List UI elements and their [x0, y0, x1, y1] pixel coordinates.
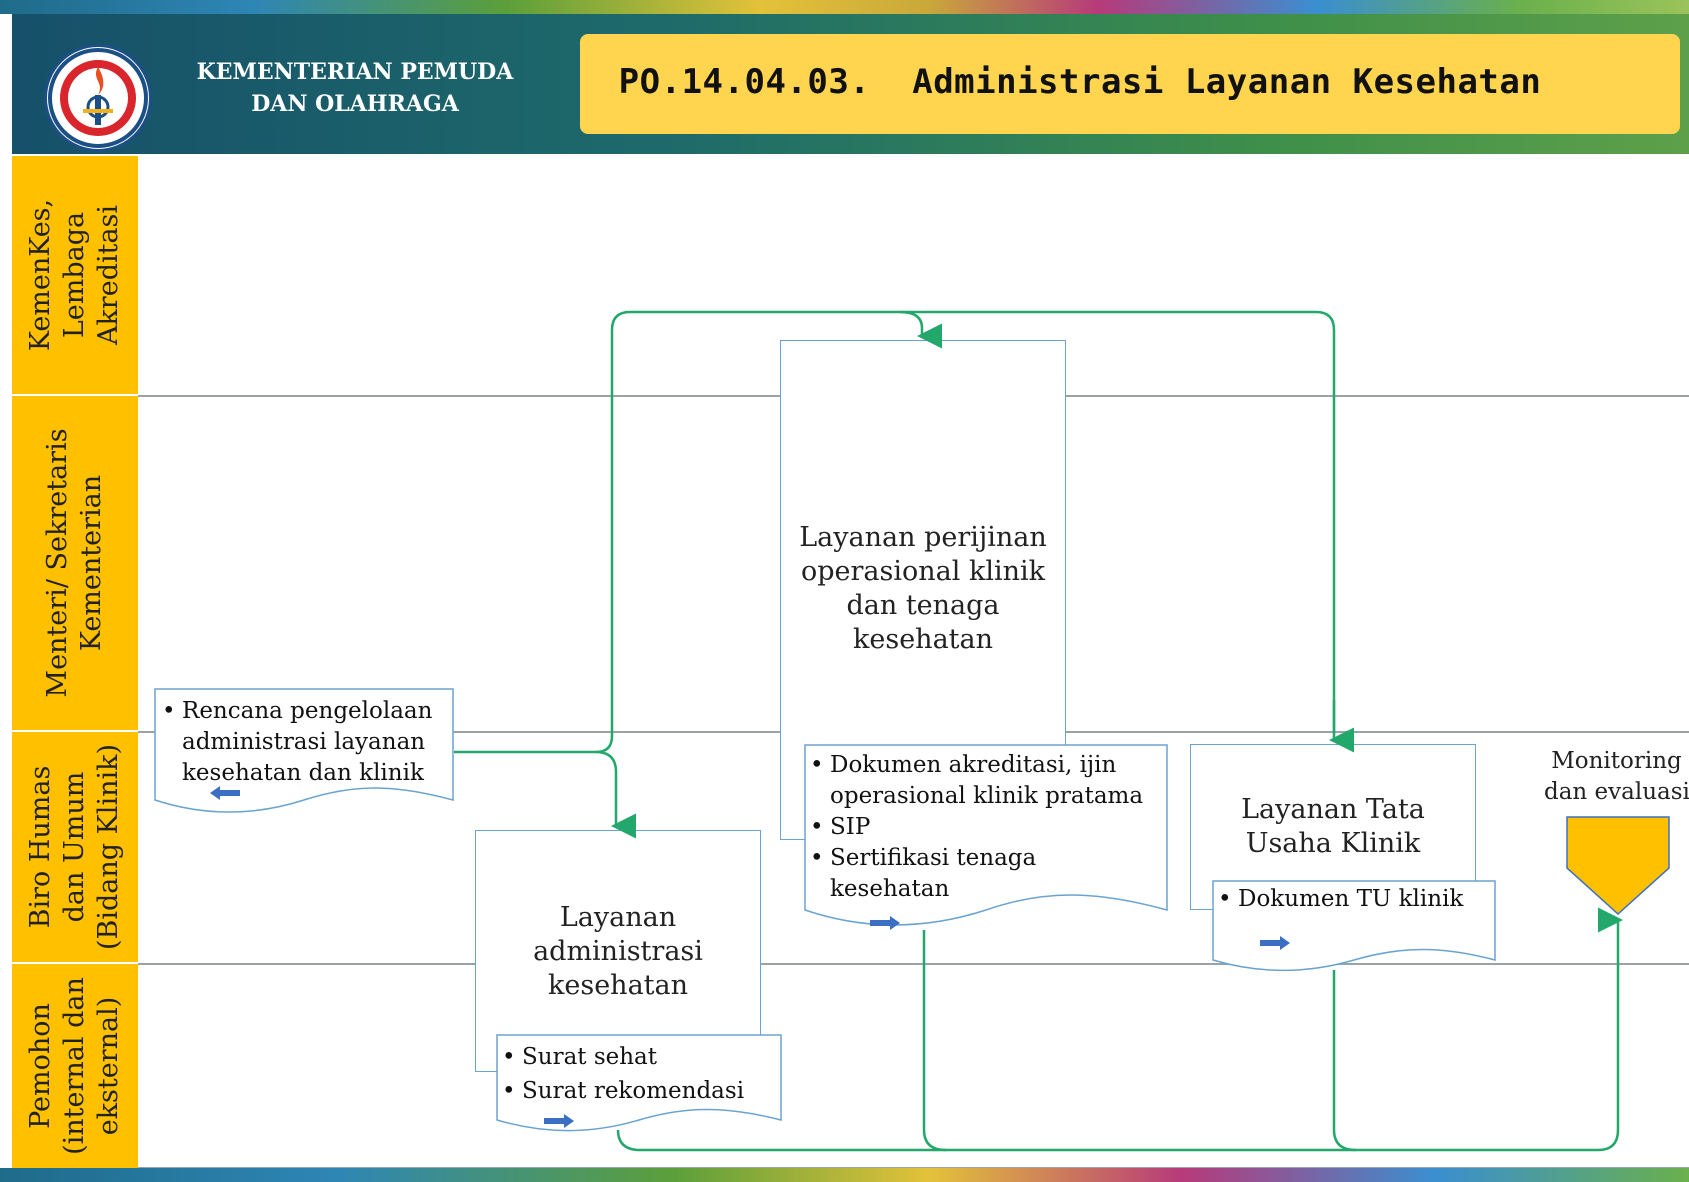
arrow-left-icon: [210, 786, 240, 800]
document-tu[interactable]: Dokumen TU klinik: [1212, 880, 1496, 980]
flow-rencana-to-administrasi: [595, 750, 636, 839]
end-label: Monitoring dan evaluasi: [1544, 748, 1689, 805]
document-rencana-list: Rencana pengelolaan administrasi layanan…: [158, 696, 432, 789]
flow-branch-to-perijinan: [899, 310, 942, 349]
document-surat-list: Surat sehat Surat rekomendasi: [498, 1040, 744, 1108]
bottom-decor-strip: [0, 1168, 1689, 1182]
list-item: Dokumen TU klinik: [1214, 884, 1463, 915]
document-rencana[interactable]: Rencana pengelolaan administrasi layanan…: [154, 688, 454, 818]
arrow-right-icon: [1260, 936, 1290, 950]
list-item: Surat sehat: [498, 1040, 744, 1074]
lane-label-biro-humas: Biro Humas dan Umum (Bidang Klinik): [12, 732, 138, 964]
list-item: Sertifikasi tenaga kesehatan: [806, 843, 1143, 905]
list-item: Dokumen akreditasi, ijin operasional kli…: [806, 750, 1143, 812]
lane-label-text: Biro Humas dan Umum (Bidang Klinik): [25, 743, 124, 951]
top-decor-strip: [0, 0, 1689, 14]
process-tata-usaha-label: Layanan Tata Usaha Klinik: [1241, 794, 1425, 859]
lane-label-menteri: Menteri/ Sekretaris Kementerian: [12, 396, 138, 732]
lane-label-text: KemenKes, Lembaga Akreditasi: [25, 198, 124, 352]
lane-label-kemenkes: KemenKes, Lembaga Akreditasi: [12, 156, 138, 396]
list-item: Surat rekomendasi: [498, 1074, 744, 1108]
page-title: PO.14.04.03. Administrasi Layanan Keseha…: [618, 62, 1542, 102]
end-off-page-connector[interactable]: [1566, 816, 1670, 916]
title-box: PO.14.04.03. Administrasi Layanan Keseha…: [580, 34, 1680, 134]
process-perijinan-label: Layanan perijinan operasional klinik dan…: [799, 522, 1047, 655]
flow-tu-to-monitor: [1332, 970, 1357, 1152]
document-tu-list: Dokumen TU klinik: [1214, 884, 1463, 915]
arrow-right-icon: [870, 916, 900, 930]
process-administrasi-label: Layanan administrasi kesehatan: [533, 902, 703, 1001]
list-item: SIP: [806, 812, 1143, 843]
emblem-icon: [48, 48, 148, 148]
lane-label-text: Menteri/ Sekretaris Kementerian: [42, 428, 107, 698]
lane-label-pemohon: Pemohon (internal dan eksternal): [12, 964, 138, 1168]
document-surat[interactable]: Surat sehat Surat rekomendasi: [496, 1034, 782, 1138]
ministry-logo: [44, 44, 152, 152]
organization-name: KEMENTERIAN PEMUDA DAN OLAHRAGA: [196, 59, 514, 117]
document-akreditasi-list: Dokumen akreditasi, ijin operasional kli…: [806, 750, 1143, 905]
arrow-right-icon: [544, 1114, 574, 1128]
list-item: Rencana pengelolaan administrasi layanan…: [158, 696, 432, 789]
document-akreditasi[interactable]: Dokumen akreditasi, ijin operasional kli…: [804, 744, 1168, 934]
lane-label-text: Pemohon (internal dan eksternal): [25, 977, 124, 1155]
